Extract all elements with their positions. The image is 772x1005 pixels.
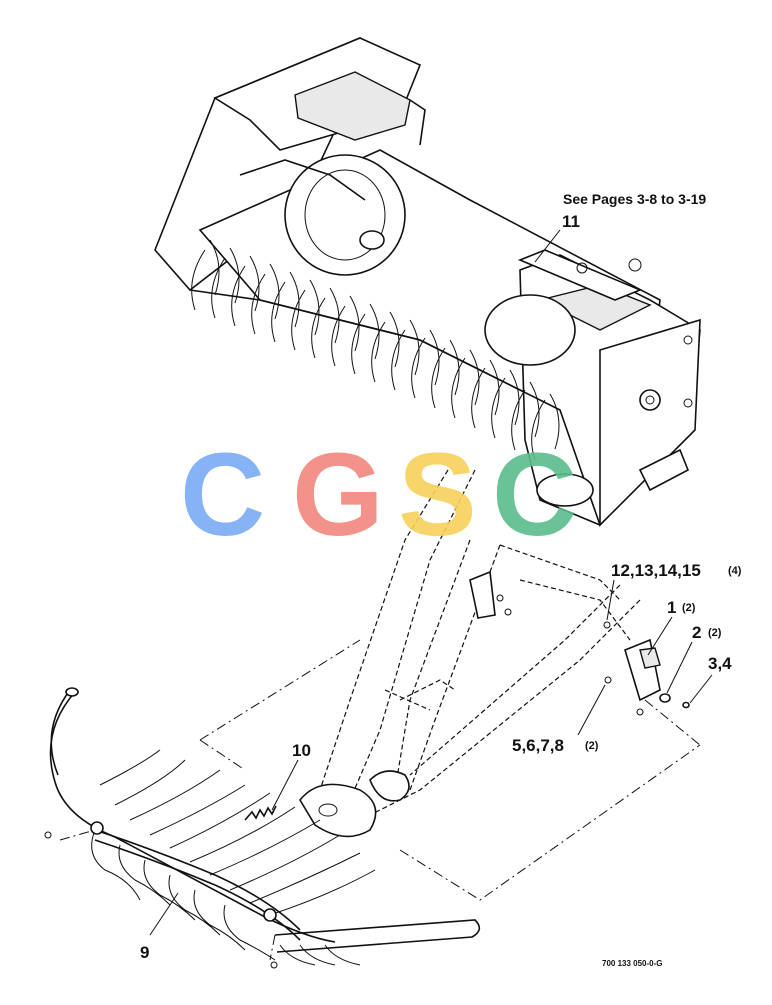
header-assembly	[154, 37, 701, 527]
bolt	[682, 701, 690, 709]
leader-10	[271, 759, 299, 811]
callout-1: 1	[667, 598, 676, 617]
watermark-letter-s: S	[398, 429, 477, 561]
watermark-letter-c: C	[180, 429, 265, 561]
ref-line	[199, 739, 246, 771]
auger-flight-edge	[239, 159, 366, 201]
frame-arm-right-inner	[409, 584, 621, 776]
rake-cross-tube	[94, 829, 301, 931]
rotor-tines	[191, 239, 560, 461]
bearing-flange	[639, 389, 661, 411]
mounting-bracket-flange	[639, 647, 661, 669]
ref-line	[399, 744, 701, 901]
frame-brace-2	[384, 689, 431, 711]
qty-2: (2)	[708, 627, 722, 639]
hitch-eye	[299, 783, 377, 838]
callout-3-4: 3,4	[708, 654, 732, 673]
qty-12-15: (4)	[728, 565, 742, 577]
ref-line	[199, 639, 361, 741]
bolt-head	[683, 398, 693, 408]
ref-line	[59, 829, 96, 841]
leader-12-15	[606, 579, 615, 621]
rake-side-bar	[274, 919, 481, 953]
frame-arm-center	[394, 539, 471, 791]
qty-5-8: (2)	[585, 740, 599, 752]
frame-bracket-center	[469, 570, 496, 619]
bolt	[603, 621, 611, 629]
leader-11	[534, 229, 561, 263]
bearing-center	[645, 395, 655, 405]
callout-labels: See Pages 3-8 to 3-19 11 12,13,14,15 (4)…	[140, 191, 742, 968]
right-gearbox-cover	[599, 318, 701, 527]
leader-5-8	[577, 684, 606, 736]
callout-9: 9	[140, 943, 149, 962]
spring	[244, 805, 277, 821]
ref-line	[644, 699, 701, 746]
auger-flighting-right	[484, 294, 576, 366]
bolt	[604, 676, 612, 684]
leader-3-4	[689, 674, 713, 704]
callout-2: 2	[692, 623, 701, 642]
callout-11: 11	[562, 212, 580, 231]
callout-10: 10	[292, 741, 311, 760]
callout-12-15: 12,13,14,15	[611, 561, 701, 580]
support-bar	[517, 249, 643, 301]
mount-bracket	[638, 448, 690, 492]
rake-tines	[91, 749, 376, 966]
leader-2	[666, 641, 693, 694]
rake-cross-tube-edge	[94, 839, 301, 941]
rake-frame-tube	[49, 691, 336, 943]
frame-arm-center-inner	[409, 544, 501, 791]
bolt	[44, 831, 52, 839]
bolt-head	[683, 335, 693, 345]
clamp	[263, 908, 277, 922]
watermark-letter-g: G	[292, 429, 384, 561]
page-reference-note: See Pages 3-8 to 3-19	[563, 191, 706, 207]
reference-lines	[59, 639, 701, 961]
frame-crossbar-lower	[519, 579, 631, 641]
bolt-head	[496, 594, 504, 602]
leader-9	[149, 892, 179, 936]
tube-end	[65, 687, 79, 697]
leader-lines	[149, 229, 713, 936]
washer	[659, 693, 671, 703]
cover-edge	[409, 99, 426, 146]
rotor-end-plate	[536, 473, 594, 507]
rake-handle-outer	[50, 689, 71, 776]
frame-crossbar	[499, 544, 621, 601]
frame-arm-left	[319, 469, 449, 791]
windguard-assembly	[44, 687, 481, 969]
top-cover-plate	[294, 71, 411, 141]
auger-flighting-inner	[304, 169, 386, 261]
cgsc-watermark: C G S C	[180, 429, 577, 561]
drawing-number: 700 133 050-0-G	[602, 959, 663, 968]
hitch-eye-hole	[318, 803, 338, 817]
auger-flighting-left	[284, 154, 406, 276]
nut	[270, 961, 278, 969]
qty-1: (2)	[682, 602, 696, 614]
leader-1	[647, 616, 673, 656]
hitch-eye-right	[369, 770, 410, 802]
auger-shaft-end	[359, 230, 385, 250]
frame-brace	[399, 679, 456, 701]
hitch-frame	[299, 469, 641, 838]
bolt-head	[504, 608, 512, 616]
bolt-head	[628, 258, 642, 272]
bolt-head	[576, 262, 588, 274]
frame-arm-right	[359, 599, 641, 821]
frame-arm-left-inner	[349, 469, 476, 801]
callout-5-8: 5,6,7,8	[512, 736, 564, 755]
nut	[636, 708, 644, 716]
watermark-letter-c2: C	[492, 429, 577, 561]
ref-line	[269, 934, 276, 961]
clamp	[90, 821, 104, 835]
bracket-hardware	[603, 621, 690, 716]
